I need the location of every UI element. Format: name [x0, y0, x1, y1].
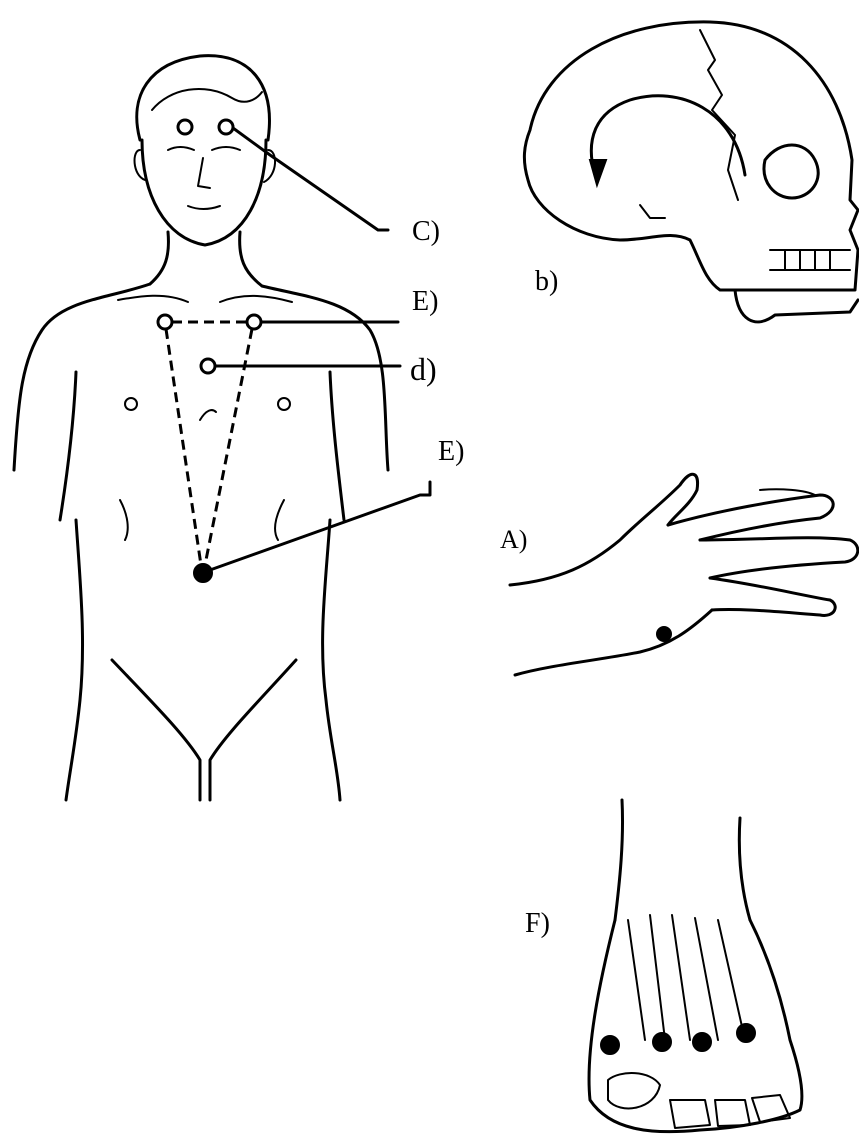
metatarsals	[628, 915, 745, 1040]
teeth	[770, 250, 850, 270]
right-shoulder-arm	[262, 286, 388, 470]
label-skull: b)	[535, 266, 558, 297]
small-toes	[670, 1095, 790, 1128]
skull-drawing	[524, 22, 858, 322]
left-clavicle	[118, 296, 188, 302]
left-nipple	[125, 398, 137, 410]
palm-bottom	[515, 610, 712, 675]
neck-right	[240, 232, 262, 286]
right-rib-mark	[275, 500, 284, 540]
point-foot-1	[601, 1036, 619, 1054]
hand-drawing	[510, 474, 858, 675]
right-eye	[212, 147, 240, 150]
eye-socket	[764, 145, 818, 198]
left-groin-line	[112, 660, 200, 800]
suture-line	[700, 30, 738, 200]
label-head-points: C)	[412, 216, 440, 247]
point-foot-2	[653, 1033, 671, 1051]
left-eye	[168, 147, 194, 150]
mouth	[188, 206, 220, 209]
leg-right	[739, 818, 750, 920]
hair-outline	[137, 56, 270, 140]
index-finger	[668, 495, 833, 540]
middle-finger	[700, 538, 858, 578]
point-abdomen	[194, 564, 212, 582]
point-head-left	[178, 120, 192, 134]
right-inner-arm	[330, 372, 344, 520]
leader-abdomen	[210, 482, 430, 570]
jaw	[735, 290, 858, 322]
point-chest-left	[158, 315, 172, 329]
point-head-right	[219, 120, 233, 134]
label-abdomen: E)	[438, 436, 464, 467]
leg-left	[615, 800, 623, 920]
point-chest-right	[247, 315, 261, 329]
big-toe	[608, 1073, 660, 1108]
skull-arrow-path	[591, 96, 745, 175]
point-foot-3	[693, 1033, 711, 1051]
right-torso-side	[323, 520, 340, 800]
left-torso-side	[66, 520, 83, 800]
point-chest-mid	[201, 359, 215, 373]
face-outline	[142, 140, 266, 245]
foot-drawing	[589, 800, 802, 1132]
point-hand	[657, 627, 671, 641]
thumb	[510, 474, 698, 585]
label-hand: A)	[500, 525, 527, 554]
left-rib-mark	[120, 500, 128, 540]
right-groin-line	[210, 660, 296, 800]
nose	[198, 158, 210, 188]
right-nipple	[278, 398, 290, 410]
triangle-left	[166, 329, 201, 565]
hair-line	[152, 89, 262, 110]
ring-finger	[710, 578, 835, 615]
leader-head	[233, 128, 388, 230]
label-chest-upper: E)	[412, 286, 438, 317]
finger-crease	[760, 489, 815, 495]
point-foot-4	[737, 1024, 755, 1042]
label-chest-mid: d)	[410, 351, 437, 387]
sternum-mark	[200, 410, 216, 420]
left-inner-arm	[60, 372, 76, 520]
neck-left	[150, 232, 168, 284]
label-foot: F)	[525, 908, 550, 939]
left-shoulder-arm	[14, 284, 150, 470]
right-clavicle	[220, 296, 292, 302]
body-figure	[14, 56, 430, 800]
skull-arrow-head	[590, 160, 606, 185]
ear-opening	[640, 205, 665, 218]
